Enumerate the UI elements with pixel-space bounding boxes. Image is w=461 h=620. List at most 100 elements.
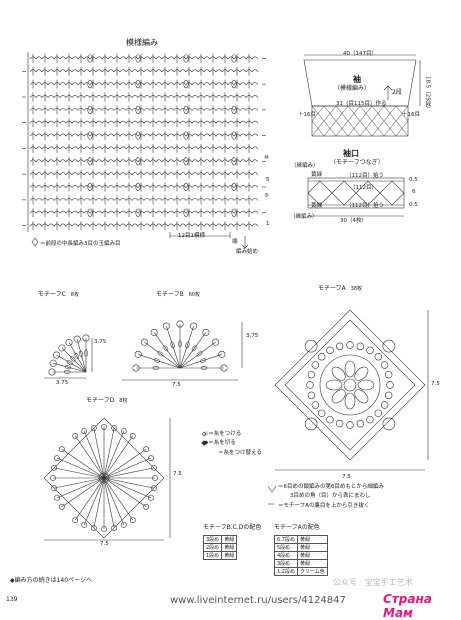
join-note-icon (267, 485, 277, 493)
bobble-stitch (231, 54, 237, 63)
motif-b-picot (134, 350, 142, 358)
motif-c-picot (48, 368, 56, 376)
motif-d-picot (54, 455, 60, 462)
page-number: 139 (6, 596, 18, 603)
table-cell: 黄緑 (221, 543, 238, 552)
motif-b-petal (199, 358, 207, 363)
table-cell: クリーム色 (296, 567, 328, 576)
motif-b-petal (178, 340, 182, 348)
motif-a-count: 38枚 (350, 286, 363, 292)
motif-b-name: モチーフB (156, 291, 184, 298)
motif-b-spoke (166, 326, 181, 369)
motif-d-spoke (103, 477, 155, 489)
motif-b-count: 60枚 (188, 292, 201, 298)
end-label: 端 (232, 239, 238, 245)
motif-c-picot (65, 339, 73, 347)
motif-d-spoke (83, 430, 105, 479)
motif-d-count: 8枚 (119, 398, 128, 404)
bobble-stitch (183, 131, 189, 140)
motif-d-spoke (53, 477, 105, 489)
chain-row (29, 210, 259, 214)
chain-row (29, 197, 259, 201)
motif-d-picot (51, 464, 57, 471)
motif-d-picot (59, 503, 65, 510)
sleeve-rows-arrow (383, 85, 393, 100)
bobble-stitch (183, 80, 189, 89)
bobble-stitch (183, 105, 189, 114)
bobble-stitch (135, 208, 141, 217)
motif-d-picot (51, 485, 57, 492)
bobble-stitch (87, 54, 93, 63)
chain-row (29, 172, 259, 175)
table-row: 3段め黄緑 (202, 535, 238, 544)
bobble-stitch (87, 208, 93, 217)
motif-a-loop (326, 346, 334, 355)
motif-a-loop (374, 353, 382, 361)
motif-a-loop (366, 415, 374, 424)
motif-c-spoke (76, 339, 87, 373)
table-cell: 1.2段め (274, 567, 298, 576)
chain-row (29, 95, 259, 98)
cuff-lattice (395, 105, 409, 137)
motif-b-petal (196, 351, 203, 357)
pattern-row-number: ⑤ (264, 193, 269, 199)
motif-b-petal (163, 345, 169, 352)
motif-b-picot (140, 338, 148, 346)
pattern-row-number: ⑩ (264, 155, 269, 161)
motif-a-corner-cluster (382, 417, 396, 431)
table-cell: 5段め (274, 543, 298, 552)
motif-d-spoke (93, 477, 105, 529)
sleeve-top-width: 40（147目） (343, 51, 377, 57)
motif-d-spoke (83, 477, 105, 526)
motif-b-spoke (138, 354, 181, 369)
motif-d-picot (151, 485, 157, 492)
legend-cut: ◆＝糸を切る (204, 440, 236, 446)
start-label: 編み始め (236, 249, 259, 255)
motif-d-picot (50, 475, 56, 481)
motif-d-spoke (103, 477, 125, 526)
motif-d-picot (111, 425, 118, 431)
motif-d-spoke (93, 427, 105, 479)
motif-b-picot (150, 328, 158, 336)
table-cell: 黄緑 (221, 551, 238, 560)
cuff-dim-mid: 6 (412, 189, 416, 195)
motif-a-petal (344, 360, 356, 378)
table-cell: 黄緑 (296, 551, 328, 560)
table-row: 1段め黄緑 (202, 551, 238, 560)
sleeve-plus-left: ＋16目 (298, 112, 316, 118)
motif-a-loop (380, 401, 389, 409)
bobble-stitch (231, 182, 237, 192)
cuff-knit-top: （縁編み） (291, 163, 319, 169)
start-arrow (241, 236, 249, 249)
cuff-lattice (359, 105, 373, 137)
bobble-legend-icon (31, 237, 39, 247)
motif-b-picot (162, 322, 170, 330)
bobble-stitch (183, 182, 189, 192)
legend-attach: ◇＝糸をつける (204, 431, 242, 437)
motif-b-width: 7.5 (172, 382, 181, 388)
cuff-mid-label: （112目） (350, 185, 377, 191)
motif-b-petal (200, 366, 208, 370)
motif-a-width: 7.5 (342, 474, 351, 480)
motif-a-loop (318, 353, 326, 361)
motif-d-picot (143, 503, 149, 510)
motif-a-loop (346, 341, 354, 349)
cuff-width: 30（4枚） (340, 218, 367, 224)
motif-d-spoke (103, 477, 147, 508)
motif-a-loop (307, 391, 316, 400)
motif-a-corner-cluster (304, 339, 318, 353)
motif-a-corner-cluster (304, 417, 318, 431)
motif-a-outline (274, 309, 426, 461)
motif-a-petal (354, 366, 369, 381)
bobble-stitch (87, 80, 93, 89)
chain-row (29, 107, 259, 111)
motif-c-height: 3.75 (94, 339, 107, 345)
motif-c-name: モチーフC (38, 291, 66, 298)
motif-a-petal (331, 366, 346, 381)
motif-d-spoke (56, 457, 105, 479)
motif-c-title: モチーフC 8枚 (38, 292, 79, 298)
motif-a-ring (319, 354, 381, 416)
chain-row (29, 69, 259, 73)
table-row: 2段め黄緑 (202, 543, 238, 552)
chain-row (29, 223, 259, 227)
